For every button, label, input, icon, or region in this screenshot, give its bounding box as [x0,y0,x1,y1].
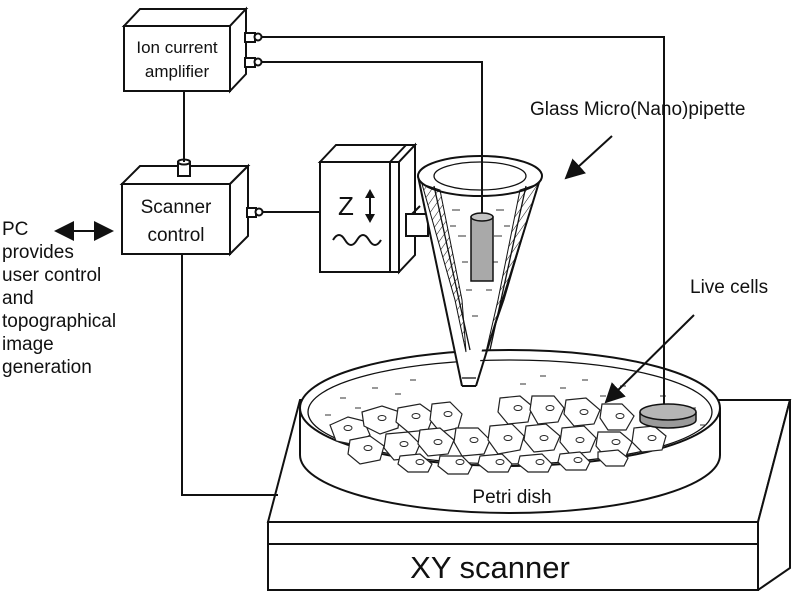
ion-current-amplifier-box: Ion current amplifier [121,6,263,94]
sine-wave-icon [332,234,382,246]
scanner-control-label-line2: control [147,225,204,246]
scanner-control-box: Scanner control [119,158,264,257]
live-cells-pointer-arrow [604,314,695,404]
amplifier-connectors [244,32,263,68]
wires [181,36,665,496]
cell-nuclei [343,405,657,465]
pipette-pointer-arrow [564,135,613,180]
pc-line-2: provides [2,242,74,263]
live-cells-label: Live cells [690,277,768,298]
pc-line-1: PC [2,219,29,240]
z-axis-label: Z [338,191,354,221]
pipette-electrode [470,212,494,282]
glass-pipette [417,155,543,387]
scanner-control-label-line1: Scanner [141,197,212,218]
z-arrow-icon [365,189,375,223]
petri-dish-label: Petri dish [472,487,551,508]
pc-line-6: image [2,334,54,355]
pc-line-5: topographical [2,311,117,332]
pc-line-4: and [2,288,34,309]
pipette-label: Glass Micro(Nano)pipette [530,99,745,120]
ion-amplifier-label-line1: Ion current [136,38,218,57]
pc-line-7: generation [2,357,92,378]
xy-scanner-label: XY scanner [410,550,570,585]
petri-dish: Petri dish [299,349,721,514]
ion-amplifier-label-line2: amplifier [145,62,210,81]
z-piezo-box: Z [317,142,435,275]
cell-layer [329,395,667,475]
pc-description: PC provides user control and topographic… [2,218,116,379]
reference-electrode-pad [639,403,697,429]
pc-line-3: user control [2,265,102,286]
